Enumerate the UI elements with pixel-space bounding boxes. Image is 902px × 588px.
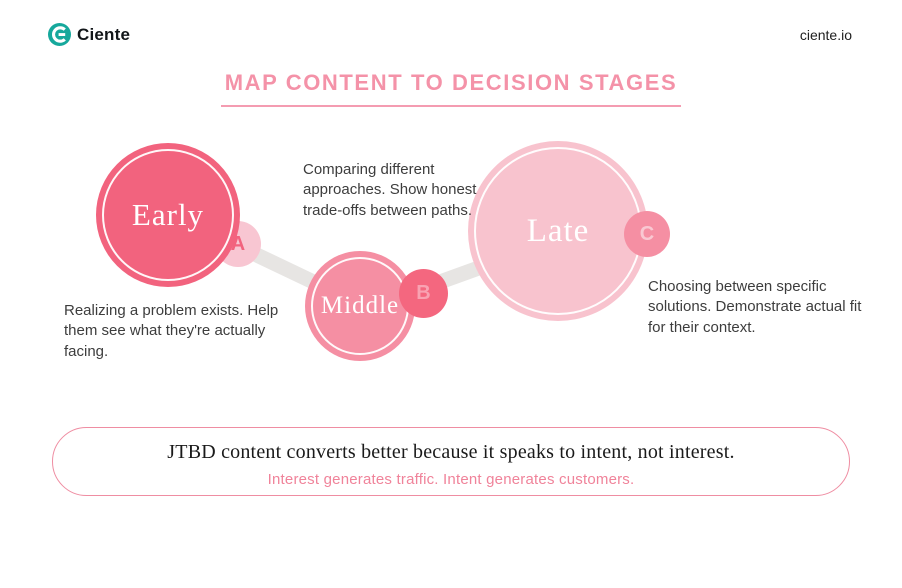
stage-badge-c: C [624, 211, 670, 257]
stage-circle-early: Early [96, 143, 240, 287]
website-url: ciente.io [799, 27, 852, 43]
stage-badge-b: B [399, 269, 448, 318]
ciente-logo-icon [48, 23, 71, 46]
stage-description-middle: Comparing different approaches. Show hon… [303, 161, 477, 219]
stage-label-late: Late [526, 212, 590, 249]
footer-callout-box: JTBD content converts better because it … [52, 427, 850, 496]
stage-label-middle: Middle [320, 292, 400, 319]
brand-name: Ciente [77, 24, 131, 44]
footer-subline: Interest generates traffic. Intent gener… [267, 471, 635, 488]
brand-logo: Ciente [48, 23, 130, 46]
stage-description-late: Choosing between specific solutions. Dem… [648, 278, 862, 336]
stage-circle-late: Late [468, 141, 648, 321]
title-bar: MAP CONTENT TO DECISION STAGES [0, 70, 902, 107]
stage-description-early: Realizing a problem exists. Help them se… [64, 302, 279, 360]
stage-circle-middle: Middle [305, 251, 415, 361]
footer-headline: JTBD content converts better because it … [167, 441, 735, 463]
stage-label-early: Early [131, 197, 205, 232]
page-title: MAP CONTENT TO DECISION STAGES [220, 70, 682, 107]
